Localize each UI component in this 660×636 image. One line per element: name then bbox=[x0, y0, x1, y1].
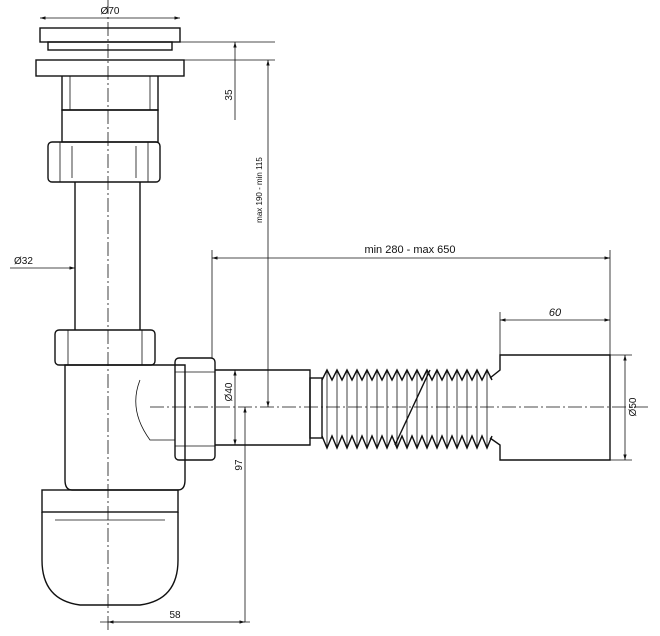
corrugated-hose bbox=[309, 368, 493, 450]
length-range-label: min 280 - max 650 bbox=[364, 244, 455, 256]
end-fitting bbox=[489, 354, 611, 461]
outlet-pipe bbox=[215, 369, 311, 446]
drain-cap bbox=[35, 27, 185, 143]
outlet-diameter-label: Ø40 bbox=[224, 382, 235, 401]
upper-nut bbox=[47, 141, 161, 183]
lower-nut bbox=[54, 329, 156, 366]
hose-break-line bbox=[394, 369, 431, 446]
outlet-nut bbox=[174, 357, 216, 461]
vertical-pipe bbox=[74, 182, 141, 330]
flange-height-label: 35 bbox=[224, 89, 235, 101]
outlet-offset-label: 58 bbox=[169, 610, 181, 621]
end-length-label: 60 bbox=[549, 307, 562, 319]
cap-diameter-label: Ø70 bbox=[101, 6, 120, 17]
outlet-height-label: 97 bbox=[234, 459, 245, 471]
pipe-diameter-label: Ø32 bbox=[14, 256, 33, 267]
height-range-label: max 190 - min 115 bbox=[255, 157, 264, 223]
end-diameter-label: Ø50 bbox=[628, 397, 639, 416]
bottle-trap bbox=[41, 364, 186, 606]
dimensions bbox=[10, 16, 632, 624]
